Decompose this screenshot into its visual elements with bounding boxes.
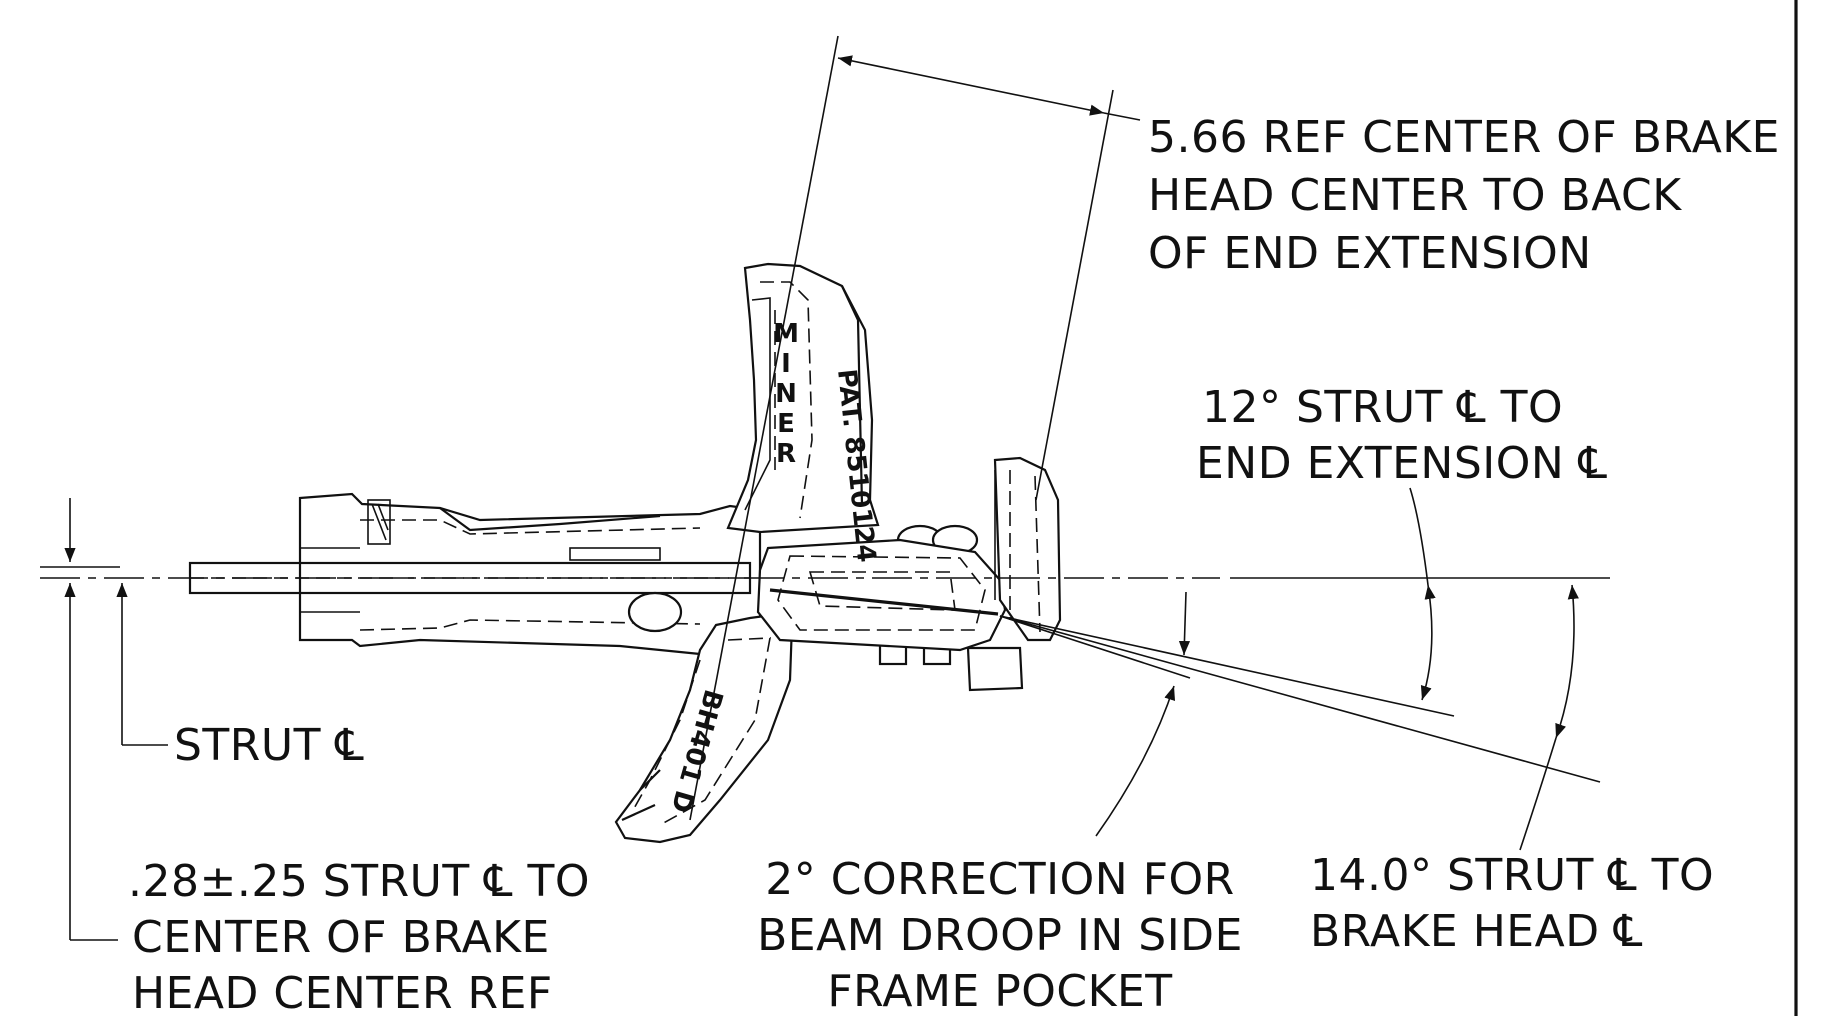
note-correction: 2° CORRECTION FOR BEAM DROOP IN SIDE FRA… <box>757 854 1243 1016</box>
note-line: FRAME POCKET <box>827 966 1172 1016</box>
miner-letter: I <box>781 349 791 379</box>
note-line: OF END EXTENSION <box>1148 228 1592 279</box>
note-line: CENTER OF BRAKE <box>132 912 550 963</box>
note-line: 2° CORRECTION FOR <box>765 854 1234 905</box>
note-ref-length: 5.66 REF CENTER OF BRAKE HEAD CENTER TO … <box>1148 112 1780 279</box>
note-strut-centerline: STRUT ℄ <box>174 720 364 771</box>
note-brake-head-angle: 14.0° STRUT ℄ TO BRAKE HEAD ℄ <box>1310 850 1714 957</box>
note-end-extension-angle: 12° STRUT ℄ TO END EXTENSION ℄ <box>1196 382 1608 489</box>
note-line: END EXTENSION ℄ <box>1196 438 1608 489</box>
end-extension <box>756 456 1062 652</box>
note-offset: .28±.25 STRUT ℄ TO CENTER OF BRAKE HEAD … <box>128 856 590 1016</box>
note-line: .28±.25 STRUT ℄ TO <box>128 856 590 907</box>
dimension-lines <box>64 55 1579 941</box>
note-line: HEAD CENTER REF <box>132 968 553 1016</box>
lower-brake-head <box>614 612 794 844</box>
note-line: HEAD CENTER TO BACK <box>1148 170 1682 221</box>
note-line: 12° STRUT ℄ TO <box>1202 382 1563 433</box>
miner-letter: M <box>773 319 799 349</box>
miner-letter: N <box>775 379 797 409</box>
miner-letter: E <box>777 409 795 439</box>
miner-letter: R <box>776 439 796 469</box>
note-line: BEAM DROOP IN SIDE <box>757 910 1243 961</box>
note-line: 14.0° STRUT ℄ TO <box>1310 850 1714 901</box>
note-line: BRAKE HEAD ℄ <box>1310 906 1643 957</box>
upper-brake-head <box>726 262 880 534</box>
note-line: 5.66 REF CENTER OF BRAKE <box>1148 112 1780 163</box>
centerlines <box>40 35 1610 821</box>
